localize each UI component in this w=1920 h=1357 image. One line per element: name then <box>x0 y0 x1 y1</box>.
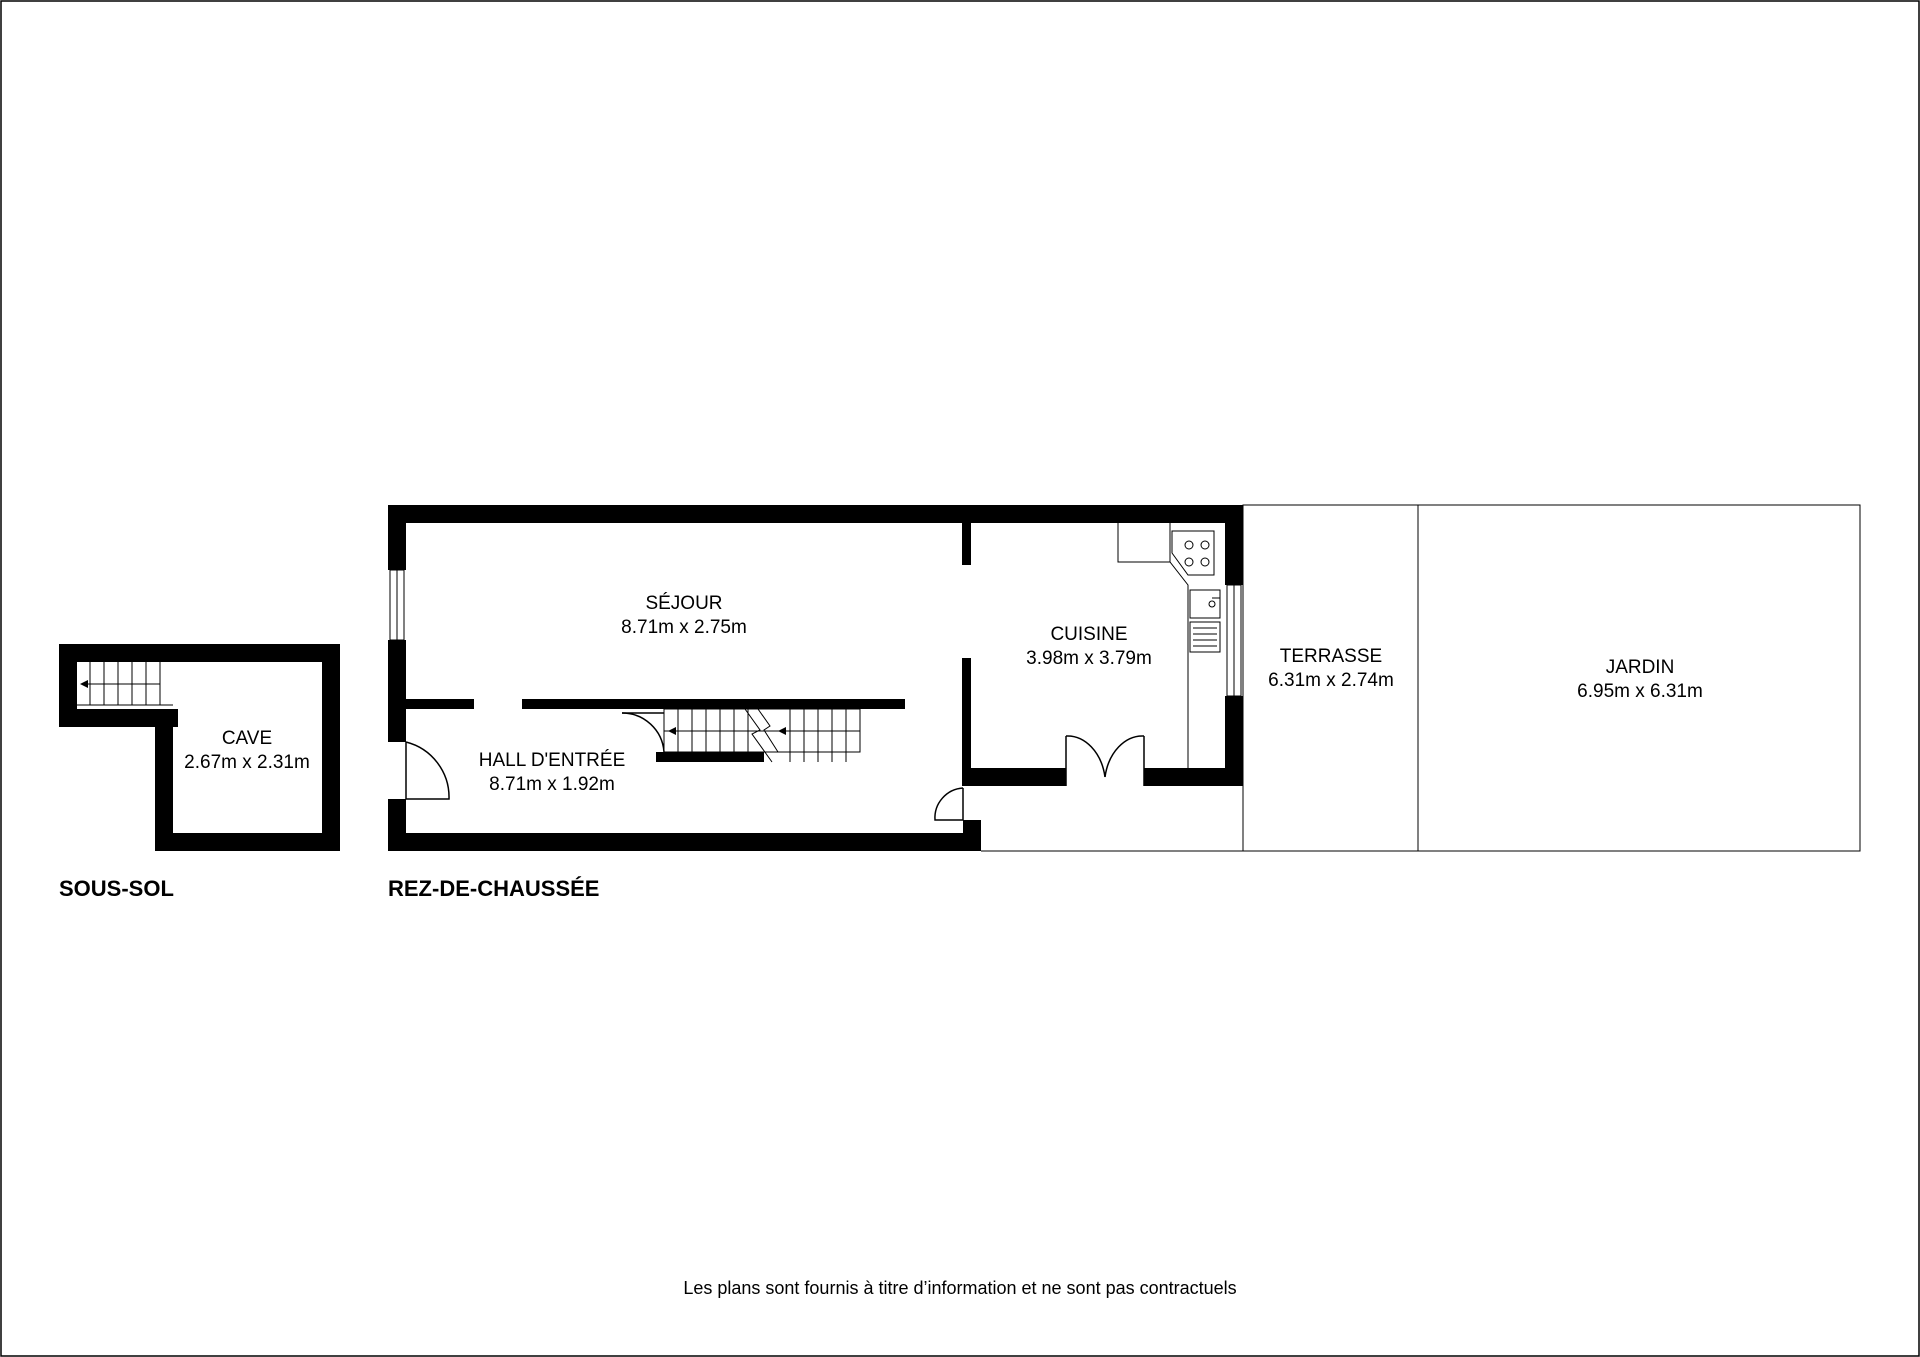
wall <box>522 699 905 709</box>
room-dimensions: 6.95m x 6.31m <box>1577 681 1703 702</box>
room-name: JARDIN <box>1606 657 1675 678</box>
wall <box>962 768 980 786</box>
wall <box>962 523 971 565</box>
wall <box>322 644 340 851</box>
wall <box>155 709 173 851</box>
wall <box>388 640 406 742</box>
floor-label: SOUS-SOL <box>59 876 174 901</box>
disclaimer: Les plans sont fournis à titre d’informa… <box>683 1278 1236 1298</box>
wall <box>962 658 971 786</box>
wall <box>59 709 178 727</box>
french-doors <box>1065 735 1145 786</box>
ground-floor-plan: SÉJOUR 8.71m x 2.75m HALL D'ENTRÉE 8.71m… <box>388 504 1861 901</box>
stairs <box>663 708 861 763</box>
wall <box>962 768 1066 786</box>
room-name: CAVE <box>222 728 272 749</box>
garden-outline <box>1417 504 1861 852</box>
room-dimensions: 3.98m x 3.79m <box>1026 648 1152 669</box>
door <box>405 741 450 800</box>
room-name: CUISINE <box>1050 624 1127 645</box>
room-name: TERRASSE <box>1280 646 1382 667</box>
wall <box>388 833 981 851</box>
room-dimensions: 8.71m x 1.92m <box>489 774 615 795</box>
room-dimensions: 6.31m x 2.74m <box>1268 670 1394 691</box>
wall <box>656 752 764 762</box>
wall <box>1144 768 1243 786</box>
room-dimensions: 2.67m x 2.31m <box>184 752 310 773</box>
room-name: HALL D'ENTRÉE <box>479 750 626 771</box>
wall <box>1225 505 1243 585</box>
wall <box>406 699 474 709</box>
door <box>621 712 665 753</box>
stairs <box>77 662 173 706</box>
wall <box>963 820 981 851</box>
room-name: SÉJOUR <box>645 593 722 614</box>
wall <box>155 833 340 851</box>
room-dimensions: 8.71m x 2.75m <box>621 617 747 638</box>
door <box>934 787 964 821</box>
wall <box>1225 696 1243 786</box>
wall <box>59 644 340 662</box>
wall <box>388 505 406 570</box>
wall <box>59 644 77 727</box>
kitchen-counter <box>1117 523 1221 768</box>
basement-plan: CAVE 2.67m x 2.31m SOUS-SOL <box>59 644 340 901</box>
wall <box>388 505 1243 523</box>
floor-label: REZ-DE-CHAUSSÉE <box>388 876 599 901</box>
